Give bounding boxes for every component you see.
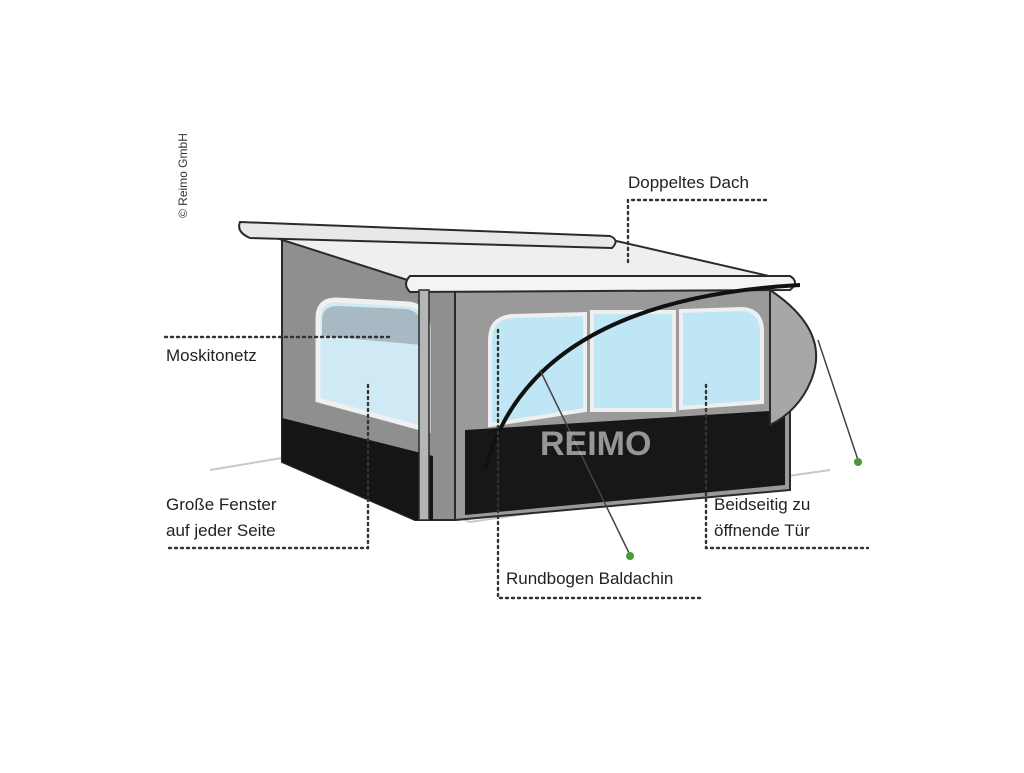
awning-roller — [238, 220, 617, 250]
watermark-text: REIMO — [540, 425, 651, 463]
canopy-bow — [483, 283, 801, 471]
guy-line-front — [539, 369, 631, 556]
support-pole — [418, 289, 430, 521]
callout-mosquito-net: Moskitonetz — [166, 346, 257, 365]
callout-roof: Doppeltes Dach — [628, 173, 749, 192]
front-roller-bar — [405, 275, 796, 294]
peg-front — [626, 552, 634, 560]
leader-roof — [626, 198, 772, 264]
leader-windows — [163, 383, 370, 550]
canopy-side — [769, 288, 818, 427]
front-window-1 — [488, 311, 587, 428]
copyright-text: © Reimo GmbH — [176, 133, 190, 218]
front-window-3 — [679, 306, 764, 411]
callout-door-line2: öffnende Tür — [714, 521, 810, 540]
front-window-2 — [590, 310, 676, 412]
leader-door — [704, 383, 870, 550]
callout-door-line1: Beidseitig zu — [714, 495, 811, 514]
guy-line-right — [817, 339, 859, 461]
leader-canopy — [496, 328, 702, 600]
callout-canopy: Rundbogen Baldachin — [506, 569, 674, 588]
callout-windows-line2: auf jeder Seite — [166, 521, 276, 540]
peg-right — [854, 458, 862, 466]
side-mosquito-net — [322, 306, 422, 345]
side-base-skirt — [282, 418, 433, 520]
callout-windows-line1: Große Fenster — [166, 495, 277, 514]
